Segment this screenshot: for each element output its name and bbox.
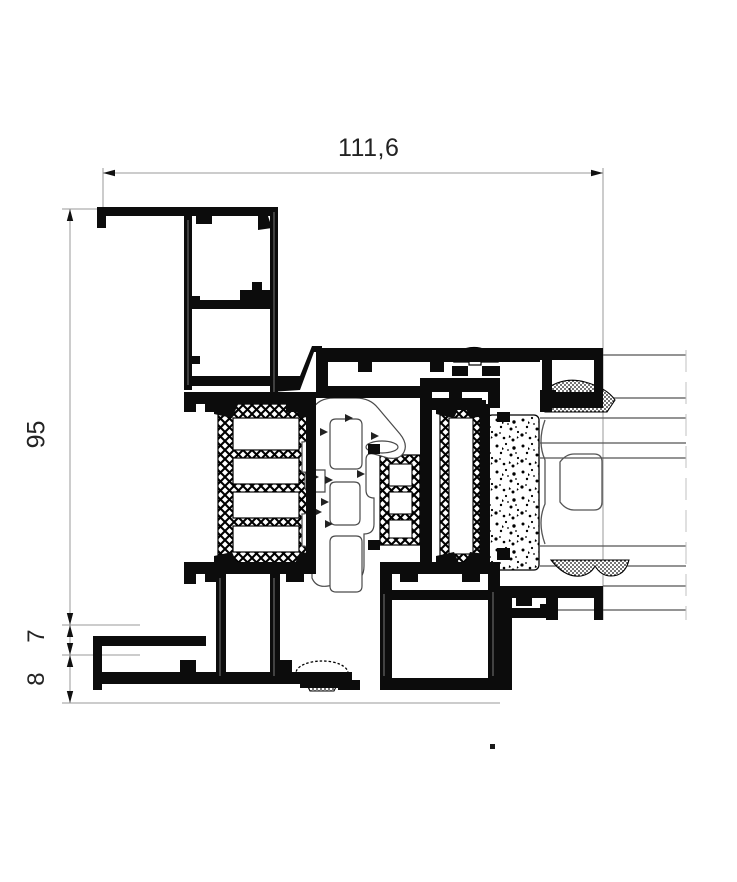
dimension-label-width: 111,6 [338, 134, 400, 162]
thermal-break-left [217, 403, 314, 567]
insulation-block [486, 414, 540, 571]
profile-detail-lines [187, 212, 494, 676]
dimension-arrowheads [66, 169, 603, 703]
dimension-label-height-8: 8 [23, 672, 50, 686]
reference-dot [490, 744, 495, 749]
profile-geometry [93, 207, 687, 749]
thermal-break-sash [439, 403, 481, 567]
glazing-unit [540, 350, 687, 620]
dimension-label-height-7: 7 [23, 629, 50, 643]
dimension-label-height-95: 95 [22, 420, 51, 449]
thermal-break-right [379, 454, 421, 546]
gasket-lower-right [549, 559, 630, 577]
aluminium-sections [93, 207, 603, 690]
